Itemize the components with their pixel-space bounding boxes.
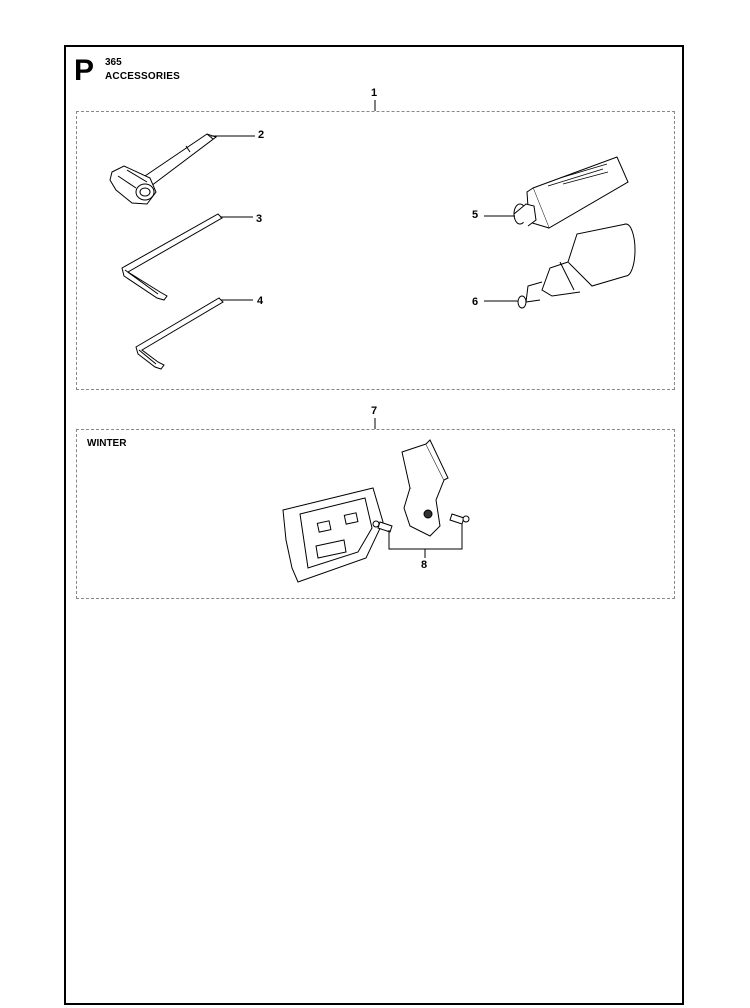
callout-5: 5 (472, 209, 479, 221)
grease-gun-icon (517, 223, 636, 309)
screw-icon (449, 513, 470, 525)
hex-key-large-icon (121, 213, 223, 301)
callout-2: 2 (258, 129, 265, 141)
page-title: ACCESSORIES (105, 71, 180, 82)
callout-8: 8 (421, 559, 428, 571)
section-letter: P (74, 54, 95, 87)
model-number: 365 (105, 57, 122, 68)
callout-7: 7 (371, 405, 378, 417)
winter-kit-shutter-icon (401, 439, 449, 537)
hex-key-small-icon (135, 297, 224, 370)
screw-icon (372, 520, 393, 533)
combination-spanner-icon (109, 133, 218, 205)
callout-6: 6 (472, 296, 479, 308)
winter-group-box (76, 429, 675, 599)
page-frame (64, 45, 684, 1005)
grease-tube-icon (513, 156, 629, 229)
winter-label: WINTER (87, 438, 127, 449)
callout-4: 4 (257, 295, 264, 307)
winter-kit-cover-icon (282, 487, 384, 583)
callout-3: 3 (256, 213, 263, 225)
callout-1: 1 (371, 87, 378, 99)
accessories-group-box (76, 111, 675, 390)
